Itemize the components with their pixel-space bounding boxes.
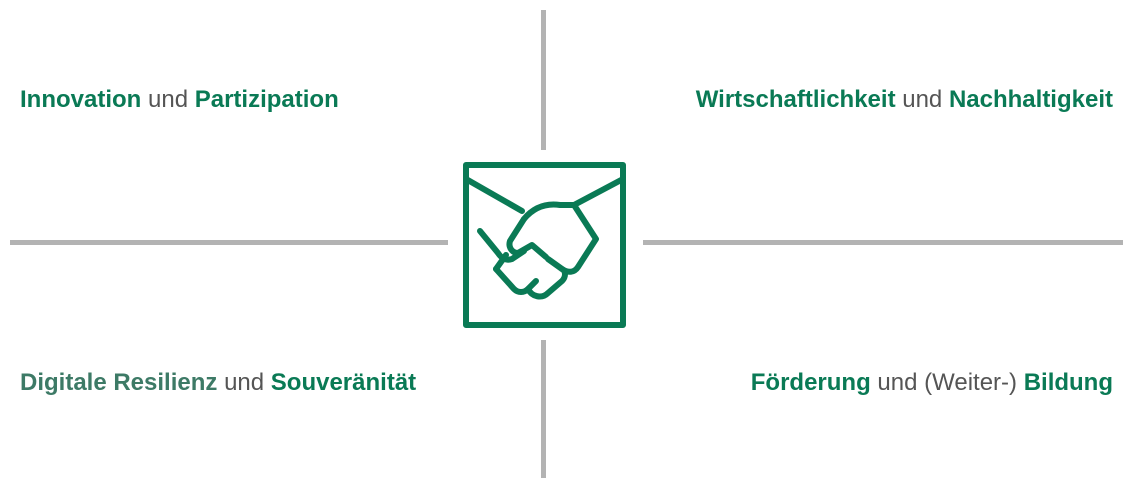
joiner-text: und [224, 369, 265, 396]
handshake-envelope-icon [462, 161, 627, 329]
divider-vertical-top [541, 10, 546, 150]
term-partizipation: Partizipation [194, 86, 339, 113]
term-wirtschaftlichkeit: Wirtschaftlichkeit [695, 86, 896, 113]
joiner-text: und (Weiter-) [877, 369, 1018, 396]
divider-horizontal-right [643, 240, 1123, 245]
quadrant-top-left-label: Innovation und Partizipation [20, 85, 339, 115]
term-foerderung: Förderung [750, 369, 871, 396]
divider-horizontal-left [10, 240, 448, 245]
term-digitale-resilienz: Digitale Resilienz [20, 369, 218, 396]
joiner-text: und [902, 86, 943, 113]
term-nachhaltigkeit: Nachhaltigkeit [948, 86, 1113, 113]
quadrant-bottom-right-label: Förderung und (Weiter-) Bildung [751, 368, 1113, 398]
quadrant-top-right-label: Wirtschaftlichkeit und Nachhaltigkeit [696, 85, 1113, 115]
quadrant-bottom-left-label: Digitale Resilienz und Souveränität [20, 368, 416, 398]
term-innovation: Innovation [20, 86, 142, 113]
term-bildung: Bildung [1023, 369, 1113, 396]
divider-vertical-bottom [541, 340, 546, 478]
joiner-text: und [148, 86, 189, 113]
term-souveraenitaet: Souveränität [270, 369, 417, 396]
